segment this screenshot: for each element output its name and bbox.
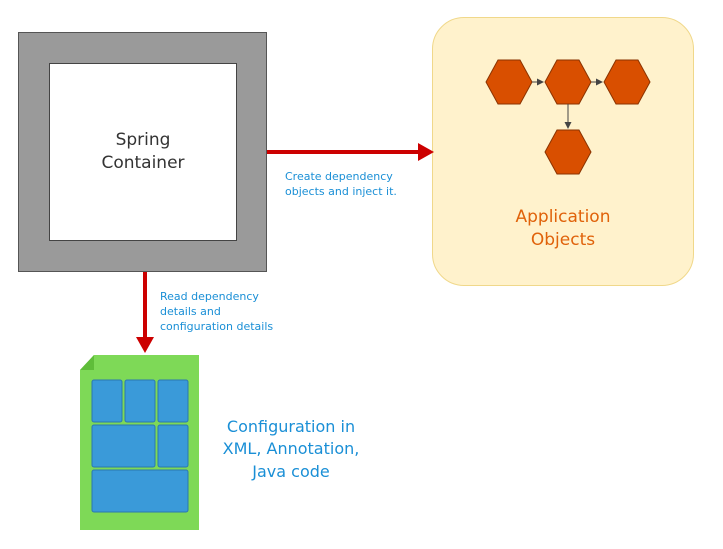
hexagon-object-1: [485, 59, 533, 105]
edge-label-create-inject: Create dependency objects and inject it.: [285, 170, 397, 198]
config-cell: [91, 379, 123, 423]
config-cell: [157, 424, 189, 468]
hexagon-object-4: [544, 129, 592, 175]
configuration-document: [80, 355, 199, 530]
arrow-container-to-config: [136, 272, 154, 353]
spring-container: Spring Container: [18, 32, 267, 272]
configuration-title: Configuration in XML, Annotation, Java c…: [222, 417, 360, 481]
config-cell: [91, 424, 156, 468]
config-cell: [91, 469, 189, 513]
arrow-container-to-app: [267, 143, 434, 161]
config-cell: [157, 379, 189, 423]
spring-container-title: Spring Container: [101, 130, 185, 173]
hexagon-objects: [485, 59, 651, 175]
hexagon-object-2: [544, 59, 592, 105]
edge-label-read-config: Read dependency details and configuratio…: [160, 290, 274, 333]
spring-container-inner: Spring Container: [49, 63, 237, 241]
application-objects-title: Application Objects: [515, 207, 611, 250]
hexagon-object-3: [603, 59, 651, 105]
config-cell: [124, 379, 156, 423]
